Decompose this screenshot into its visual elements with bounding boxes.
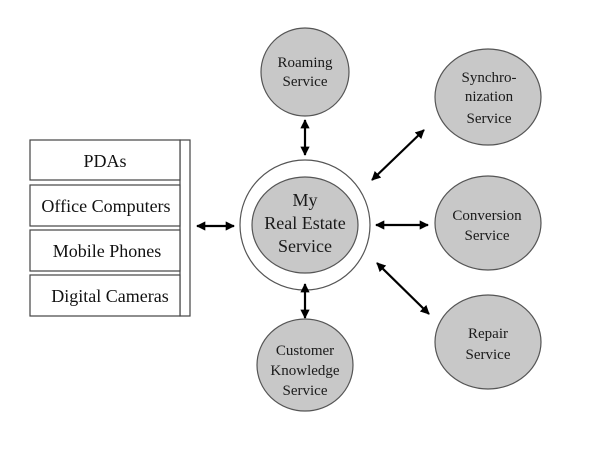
device-stack-rail <box>179 139 191 317</box>
service-node-roaming: Roaming Service <box>260 27 350 117</box>
device-pdas: PDAs <box>29 139 181 181</box>
core-label-line-1: My <box>292 190 317 210</box>
service-label-line-1: Repair <box>468 326 508 342</box>
service-node-repair: Repair Service <box>434 294 542 390</box>
service-circle <box>434 294 542 390</box>
service-label-line-2: Service <box>283 74 328 90</box>
service-label-line-2: Service <box>466 347 511 363</box>
service-circle <box>260 27 350 117</box>
core-service-node: My Real Estate Service <box>239 159 371 291</box>
service-node-synchronization: Synchro- nization Service <box>434 48 542 146</box>
core-inner-circle <box>251 176 359 274</box>
service-node-conversion: Conversion Service <box>434 175 542 271</box>
service-label-line-2: nization <box>465 89 514 105</box>
device-box <box>29 274 181 317</box>
core-label-line-3: Service <box>278 236 332 256</box>
arrow-core-repair <box>376 262 430 315</box>
device-label: Office Computers <box>41 196 170 216</box>
service-label-line-1: Synchro- <box>462 70 517 86</box>
device-label: PDAs <box>83 151 126 171</box>
service-label-line-1: Customer <box>276 343 334 359</box>
service-circle <box>256 318 354 412</box>
service-label-line-3: Service <box>467 111 512 127</box>
device-label: Mobile Phones <box>53 241 162 261</box>
service-label-line-1: Roaming <box>278 55 333 71</box>
device-stack: PDAs Office Computers Mobile Phones Digi… <box>29 139 191 317</box>
device-digital-cameras: Digital Cameras <box>29 274 181 317</box>
device-label: Digital Cameras <box>51 286 168 306</box>
device-mobile-phones: Mobile Phones <box>29 229 181 272</box>
device-office-computers: Office Computers <box>29 184 181 227</box>
service-label-line-1: Conversion <box>452 208 522 224</box>
arrow-core-synchronization <box>371 129 425 181</box>
service-circle <box>434 175 542 271</box>
service-label-line-2: Knowledge <box>270 363 339 379</box>
device-box <box>29 184 181 227</box>
device-box <box>29 229 181 272</box>
service-node-customer-knowledge: Customer Knowledge Service <box>256 318 354 412</box>
service-circle <box>434 48 542 146</box>
device-box <box>29 139 181 181</box>
service-label-line-2: Service <box>465 228 510 244</box>
core-label-line-2: Real Estate <box>264 213 345 233</box>
service-label-line-3: Service <box>283 383 328 399</box>
